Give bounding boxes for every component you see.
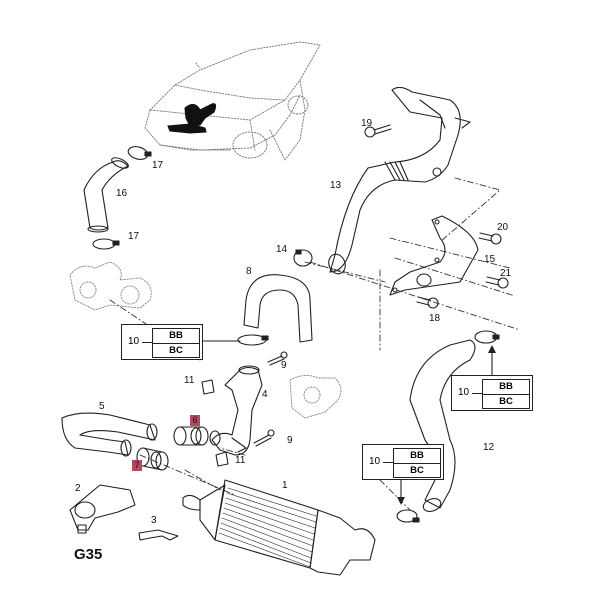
variant-box-number: 10 [128, 336, 140, 347]
highlighted-component [167, 103, 217, 134]
callout-15: 15 [484, 254, 496, 265]
bracket-15 [389, 215, 479, 296]
clamp-17-upper [127, 146, 152, 160]
callout-9-lower: 9 [287, 435, 293, 446]
callout-7-highlighted: 7 [132, 460, 142, 471]
clamp-10-right-upper [474, 330, 500, 344]
hose-12 [409, 339, 476, 512]
clamp-10-upper-left [237, 334, 269, 346]
clamp-10-right-lower [396, 509, 420, 523]
variant-box-right: 10 BB BC [451, 375, 533, 411]
clamp-17-lower [92, 238, 120, 250]
variant-box-bottom: 10 BB BC [362, 444, 444, 480]
callout-2: 2 [75, 483, 81, 494]
leader-line [383, 462, 393, 463]
callout-16: 16 [116, 188, 128, 199]
hose-16 [83, 157, 129, 233]
variant-code-table: BB BC [393, 448, 441, 478]
variant-box-number: 10 [458, 387, 470, 398]
callout-14: 14 [276, 244, 288, 255]
bolt-21 [485, 276, 509, 289]
variant-code: BB [169, 330, 183, 341]
callout-17-upper: 17 [152, 160, 164, 171]
callout-13: 13 [330, 180, 342, 191]
bracket-2 [69, 484, 136, 534]
hose-5 [61, 412, 158, 457]
hose-8 [243, 274, 313, 343]
pipe-4 [209, 365, 263, 456]
leader-line [472, 393, 482, 394]
leader-line [142, 342, 152, 343]
variant-box-number: 10 [369, 456, 381, 467]
variant-code: BB [499, 381, 513, 392]
callout-1: 1 [282, 480, 288, 491]
coupler-6 [173, 426, 209, 446]
clamp-14 [293, 249, 313, 267]
clip-11-lower [215, 451, 229, 467]
callout-19: 19 [361, 118, 373, 129]
intercooler-1 [182, 479, 376, 576]
bolt-20 [478, 232, 502, 245]
pipe-13 [328, 86, 471, 275]
callout-9-upper: 9 [281, 360, 287, 371]
coupler-7 [136, 447, 169, 471]
figure-code: G35 [74, 546, 103, 563]
arrowheads [397, 345, 496, 505]
callout-3: 3 [151, 515, 157, 526]
clip-11-upper [201, 379, 215, 395]
bolt-9-upper [267, 351, 288, 366]
variant-code: BC [394, 463, 440, 477]
callout-5: 5 [99, 401, 105, 412]
vehicle-outline [144, 41, 321, 161]
variant-code: BB [410, 450, 424, 461]
callout-11-upper: 11 [184, 375, 195, 386]
callout-21: 21 [500, 268, 512, 279]
variant-box-left: 10 BB BC [121, 324, 203, 360]
callout-12: 12 [483, 442, 495, 453]
callout-8: 8 [246, 266, 252, 277]
variant-code: BC [483, 394, 529, 408]
turbocharger-left [69, 261, 152, 311]
bolt-19 [364, 124, 392, 138]
variant-box-connectors [199, 340, 493, 501]
callout-11-lower: 11 [235, 455, 246, 466]
callout-17-lower: 17 [128, 231, 140, 242]
bracket-3 [138, 529, 179, 541]
turbocharger-center [289, 375, 342, 419]
callout-6-highlighted: 6 [190, 415, 200, 426]
variant-code: BC [153, 343, 199, 357]
callout-18: 18 [429, 313, 441, 324]
variant-code-table: BB BC [482, 379, 530, 409]
variant-code-table: BB BC [152, 328, 200, 358]
callout-4: 4 [262, 389, 268, 400]
bolt-9-lower [253, 429, 275, 447]
callout-20: 20 [497, 222, 509, 233]
